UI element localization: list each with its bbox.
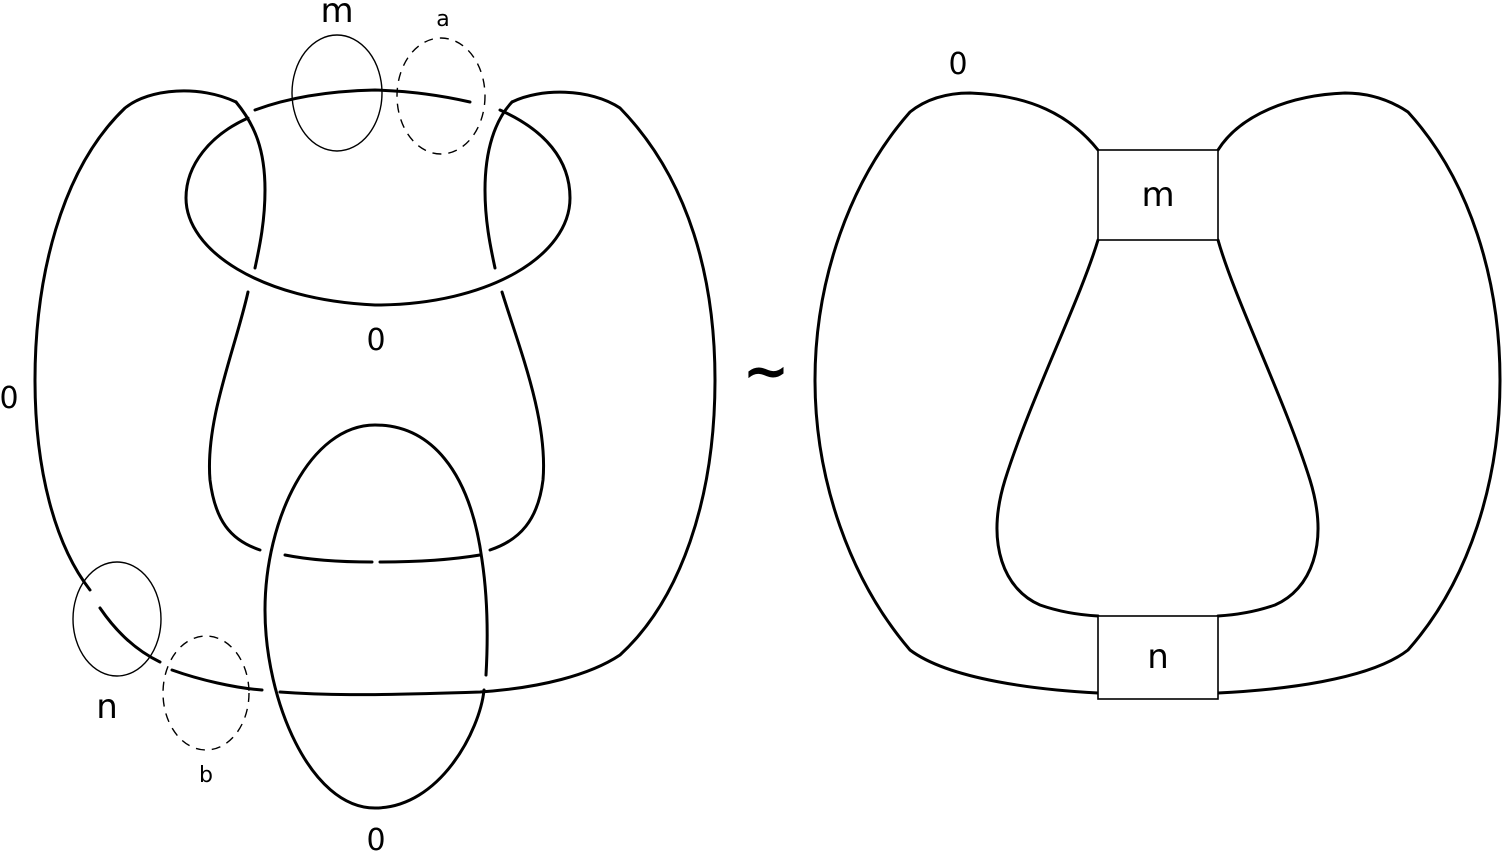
label-framing-center: 0 (366, 323, 385, 358)
meridian-a-dashed-circle (396, 37, 486, 155)
meridian-b-dashed-circle (162, 635, 250, 751)
twist-box-m-label: m (1141, 175, 1174, 215)
label-m-top: m (320, 0, 353, 31)
label-a: a (436, 7, 449, 32)
inner-right-strand (483, 100, 546, 552)
label-n-bottom: n (96, 687, 118, 727)
equivalence-symbol: ~ (743, 339, 790, 404)
twist-box-n (1097, 615, 1219, 700)
inner-left-strand (207, 100, 267, 552)
label-framing-bottom: 0 (366, 823, 385, 854)
twist-box-m (1097, 149, 1219, 241)
bottom-ellipse-strand (263, 423, 489, 810)
right-outer-left-strand (813, 91, 1100, 695)
bottom-band-strand (170, 90, 717, 697)
right-outer-right-strand (1216, 91, 1502, 695)
meridian-m-circle (291, 34, 383, 152)
twist-box-n-label: n (1147, 637, 1169, 677)
left-link-diagram: m a 0 0 n b 0 (0, 0, 717, 854)
top-ellipse-strand (184, 88, 572, 307)
right-framing-label: 0 (948, 47, 967, 82)
meridian-n-circle (72, 561, 162, 677)
outer-left-lobe-strand (33, 89, 238, 664)
right-link-diagram: m n 0 (813, 47, 1502, 700)
right-inner-left-strand (995, 238, 1100, 618)
label-b: b (199, 763, 213, 788)
label-framing-left: 0 (0, 381, 19, 416)
middle-band-strand (283, 553, 482, 564)
right-inner-right-strand (1216, 238, 1320, 618)
